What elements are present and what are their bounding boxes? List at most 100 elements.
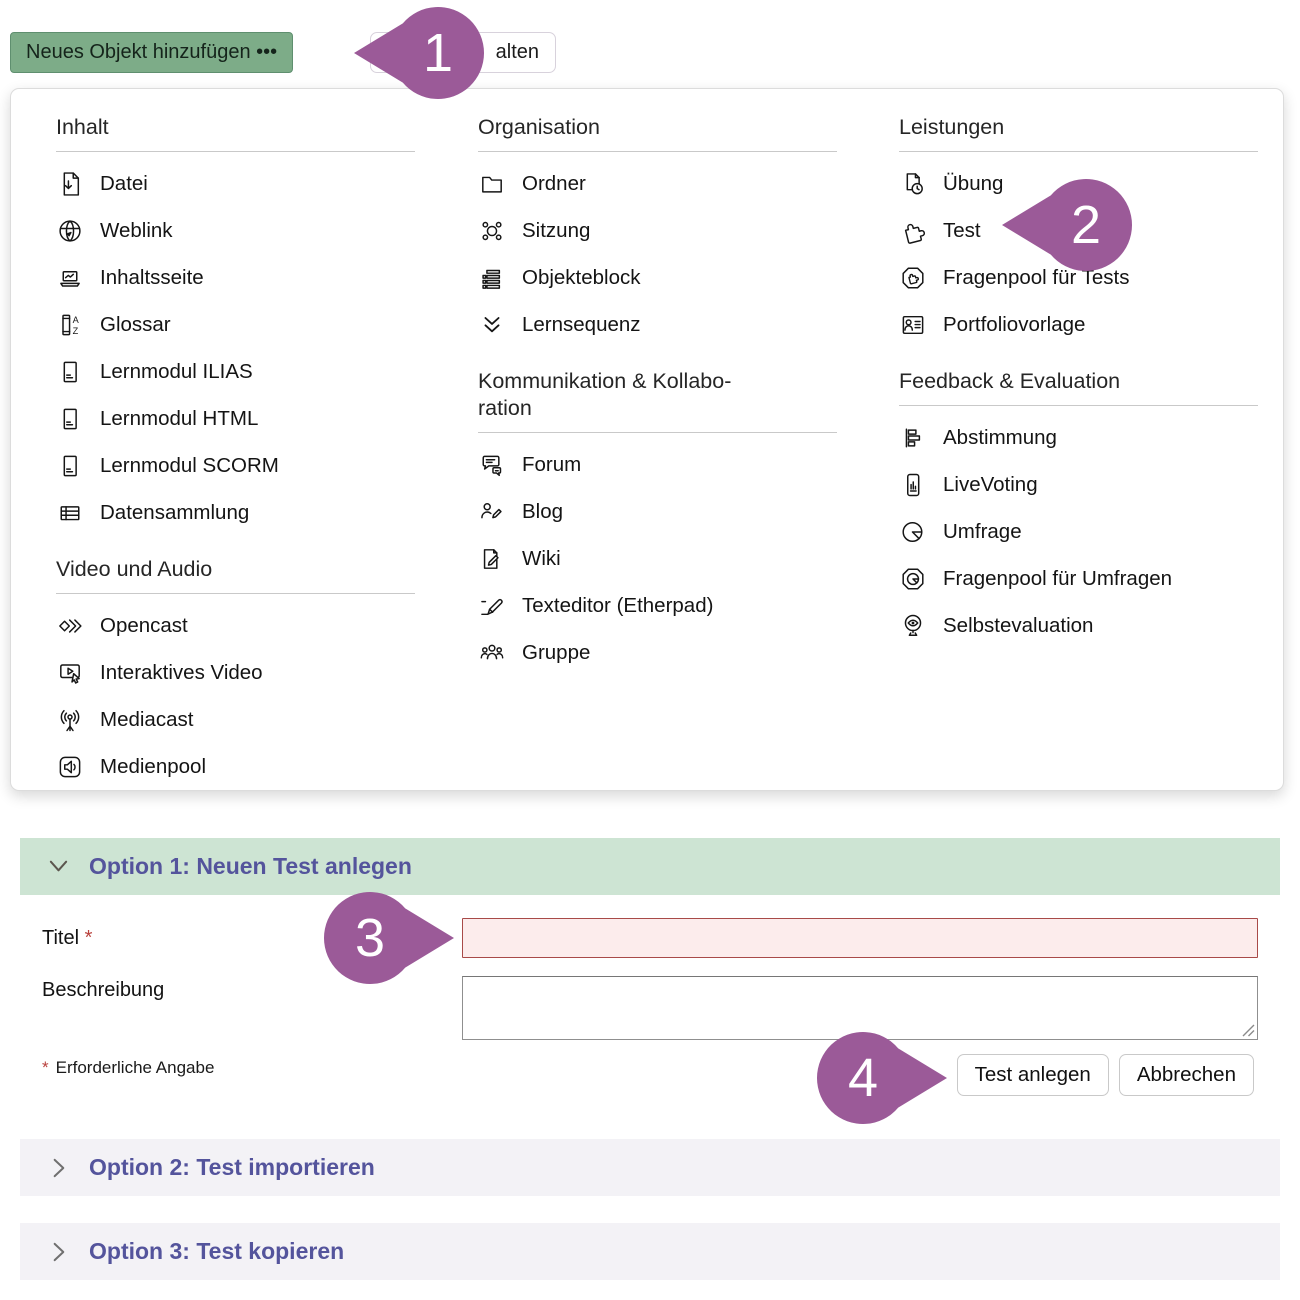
chevron-down-icon <box>49 860 68 872</box>
menu-section-title: Kommunikation & Kollabo- ration <box>478 364 837 433</box>
menu-section-title: Video und Audio <box>56 552 415 594</box>
group-icon <box>478 639 506 667</box>
learning-module-icon <box>56 405 84 433</box>
menu-item-lernmodul-scorm[interactable]: Lernmodul SCORM <box>56 442 415 489</box>
menu-item-label: Mediacast <box>100 707 194 731</box>
menu-item-objekteblock[interactable]: Objekteblock <box>478 254 837 301</box>
menu-item-fragenpool-fur-umfragen[interactable]: Fragenpool für Umfragen <box>899 555 1258 602</box>
menu-item-lernmodul-html[interactable]: Lernmodul HTML <box>56 395 415 442</box>
menu-item-weblink[interactable]: Weblink <box>56 207 415 254</box>
title-label: Titel * <box>42 927 92 950</box>
accordion-option-1[interactable]: Option 1: Neuen Test anlegen <box>20 838 1280 895</box>
blog-icon <box>478 498 506 526</box>
menu-item-gruppe[interactable]: Gruppe <box>478 629 837 676</box>
menu-item-label: Forum <box>522 452 582 476</box>
menu-item-medienpool[interactable]: Medienpool <box>56 743 415 790</box>
create-test-button[interactable]: Test anlegen <box>956 1054 1109 1096</box>
menu-item-inhaltsseite[interactable]: Inhaltsseite <box>56 254 415 301</box>
menu-item-label: Opencast <box>100 613 188 637</box>
learning-sequence-icon <box>478 311 506 339</box>
exercise-icon <box>899 170 927 198</box>
menu-item-texteditor-etherpad[interactable]: Texteditor (Etherpad) <box>478 582 837 629</box>
title-label-text: Titel <box>42 927 80 949</box>
menu-item-label: Umfrage <box>943 519 1022 543</box>
svg-text:4: 4 <box>848 1048 878 1108</box>
menu-item-label: Lernmodul HTML <box>100 406 259 430</box>
menu-item-label: Ordner <box>522 171 586 195</box>
menu-item-fragenpool-fur-tests[interactable]: Fragenpool für Tests <box>899 254 1258 301</box>
manage-button[interactable]: alten <box>370 32 556 73</box>
menu-item-portfoliovorlage[interactable]: Portfoliovorlage <box>899 301 1258 348</box>
menu-item-glossar[interactable]: Glossar <box>56 301 415 348</box>
menu-item-label: Datensammlung <box>100 500 250 524</box>
resize-handle-icon[interactable] <box>1242 1024 1255 1037</box>
menu-item-wiki[interactable]: Wiki <box>478 535 837 582</box>
accordion-option-2-title: Option 2: Test importieren <box>89 1154 375 1180</box>
accordion-option-3-title: Option 3: Test kopieren <box>89 1238 345 1264</box>
add-object-button[interactable]: Neues Objekt hinzufügen ••• <box>10 32 294 73</box>
live-voting-icon <box>899 471 927 499</box>
menu-item-ubung[interactable]: Übung <box>899 160 1258 207</box>
menu-item-label: Fragenpool für Umfragen <box>943 566 1173 590</box>
accordion-option-3[interactable]: Option 3: Test kopieren <box>20 1223 1280 1280</box>
accordion-option-2[interactable]: Option 2: Test importieren <box>20 1139 1280 1196</box>
menu-item-lernmodul-ilias[interactable]: Lernmodul ILIAS <box>56 348 415 395</box>
menu-item-test[interactable]: Test <box>899 207 1258 254</box>
title-input[interactable] <box>462 918 1258 958</box>
menu-section-title: Leistungen <box>899 110 1258 152</box>
menu-item-blog[interactable]: Blog <box>478 488 837 535</box>
menu-item-label: Fragenpool für Tests <box>943 265 1130 289</box>
menu-item-label: Übung <box>943 171 1004 195</box>
broadcast-icon <box>56 706 84 734</box>
menu-item-opencast[interactable]: Opencast <box>56 602 415 649</box>
menu-item-label: LiveVoting <box>943 472 1038 496</box>
menu-item-abstimmung[interactable]: Abstimmung <box>899 414 1258 461</box>
menu-item-sitzung[interactable]: Sitzung <box>478 207 837 254</box>
menu-item-label: Weblink <box>100 218 173 242</box>
required-note-text: Erforderliche Angabe <box>55 1058 215 1077</box>
cancel-button[interactable]: Abbrechen <box>1118 1054 1254 1096</box>
test-icon <box>899 217 927 245</box>
menu-item-selbstevaluation[interactable]: Selbstevaluation <box>899 602 1258 649</box>
menu-item-label: Lernmodul ILIAS <box>100 359 253 383</box>
menu-item-label: Blog <box>522 499 564 523</box>
wiki-icon <box>478 545 506 573</box>
menu-item-ordner[interactable]: Ordner <box>478 160 837 207</box>
callout-3: 3 <box>323 892 454 984</box>
description-textarea[interactable] <box>462 976 1258 1040</box>
self-evaluation-icon <box>899 612 927 640</box>
data-table-icon <box>56 499 84 527</box>
menu-item-livevoting[interactable]: LiveVoting <box>899 461 1258 508</box>
menu-item-interaktives-video[interactable]: Interaktives Video <box>56 649 415 696</box>
survey-icon <box>899 518 927 546</box>
callout-4: 4 <box>816 1032 947 1124</box>
menu-item-label: Medienpool <box>100 754 206 778</box>
menu-item-label: Selbstevaluation <box>943 613 1094 637</box>
opencast-icon <box>56 612 84 640</box>
menu-item-lernsequenz[interactable]: Lernsequenz <box>478 301 837 348</box>
interactive-video-icon <box>56 659 84 687</box>
menu-item-label: Lernmodul SCORM <box>100 453 279 477</box>
chevron-right-icon <box>53 1242 65 1262</box>
required-note: * Erforderliche Angabe <box>42 1058 214 1078</box>
object-block-icon <box>478 264 506 292</box>
menu-item-datensammlung[interactable]: Datensammlung <box>56 489 415 536</box>
chevron-right-icon <box>53 1158 65 1178</box>
menu-item-datei[interactable]: Datei <box>56 160 415 207</box>
menu-item-forum[interactable]: Forum <box>478 441 837 488</box>
menu-item-umfrage[interactable]: Umfrage <box>899 508 1258 555</box>
form-buttons: Test anlegen Abbrechen <box>956 1054 1254 1096</box>
content-page-icon <box>56 264 84 292</box>
menu-item-mediacast[interactable]: Mediacast <box>56 696 415 743</box>
menu-item-label: Interaktives Video <box>100 660 263 684</box>
texteditor-icon <box>478 592 506 620</box>
menu-item-label: Texteditor (Etherpad) <box>522 593 714 617</box>
